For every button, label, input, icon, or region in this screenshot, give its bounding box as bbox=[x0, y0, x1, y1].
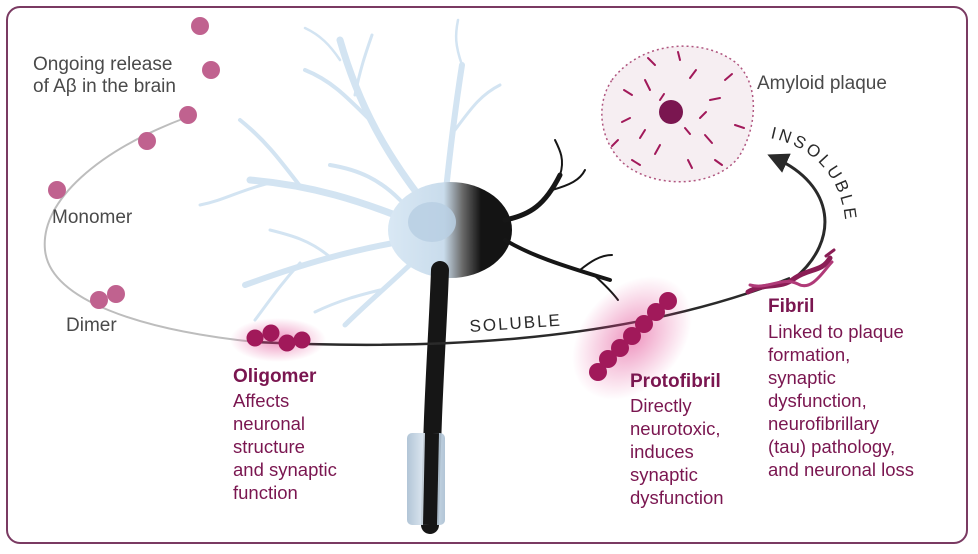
fibril-strand bbox=[745, 248, 836, 295]
insoluble-arrow bbox=[767, 153, 827, 280]
plaque-label: Amyloid plaque bbox=[757, 73, 887, 94]
release-label: Ongoing release of Aβ in the brain bbox=[33, 54, 176, 97]
protofibril-title: Protofibril bbox=[630, 371, 721, 392]
neuron-nucleus bbox=[408, 202, 456, 242]
fibril-title: Fibril bbox=[768, 296, 815, 317]
monomer-label: Monomer bbox=[52, 207, 133, 228]
pathway-loop-grey bbox=[43, 117, 256, 343]
oligomer-title: Oligomer bbox=[233, 366, 317, 387]
neuron-dendrites bbox=[198, 18, 502, 328]
insoluble-label: INSOLUBLE bbox=[769, 123, 860, 223]
figure-frame bbox=[6, 6, 968, 544]
neuron-dark-processes bbox=[502, 139, 619, 301]
fibril-description: Linked to plaque formation, synaptic dys… bbox=[768, 321, 915, 480]
monomer-beads bbox=[48, 17, 220, 199]
oligomer-beads bbox=[230, 318, 326, 362]
dimer-beads bbox=[90, 285, 125, 309]
oligomer-description: Affects neuronal structure and synaptic … bbox=[233, 390, 337, 503]
soluble-curve bbox=[254, 276, 791, 347]
amyloid-plaque bbox=[601, 45, 755, 183]
dimer-label: Dimer bbox=[66, 315, 117, 336]
protofibril-description: Directly neurotoxic, induces synaptic dy… bbox=[630, 395, 724, 508]
protofibril-beads bbox=[572, 276, 692, 400]
soluble-label: SOLUBLE bbox=[469, 311, 563, 336]
